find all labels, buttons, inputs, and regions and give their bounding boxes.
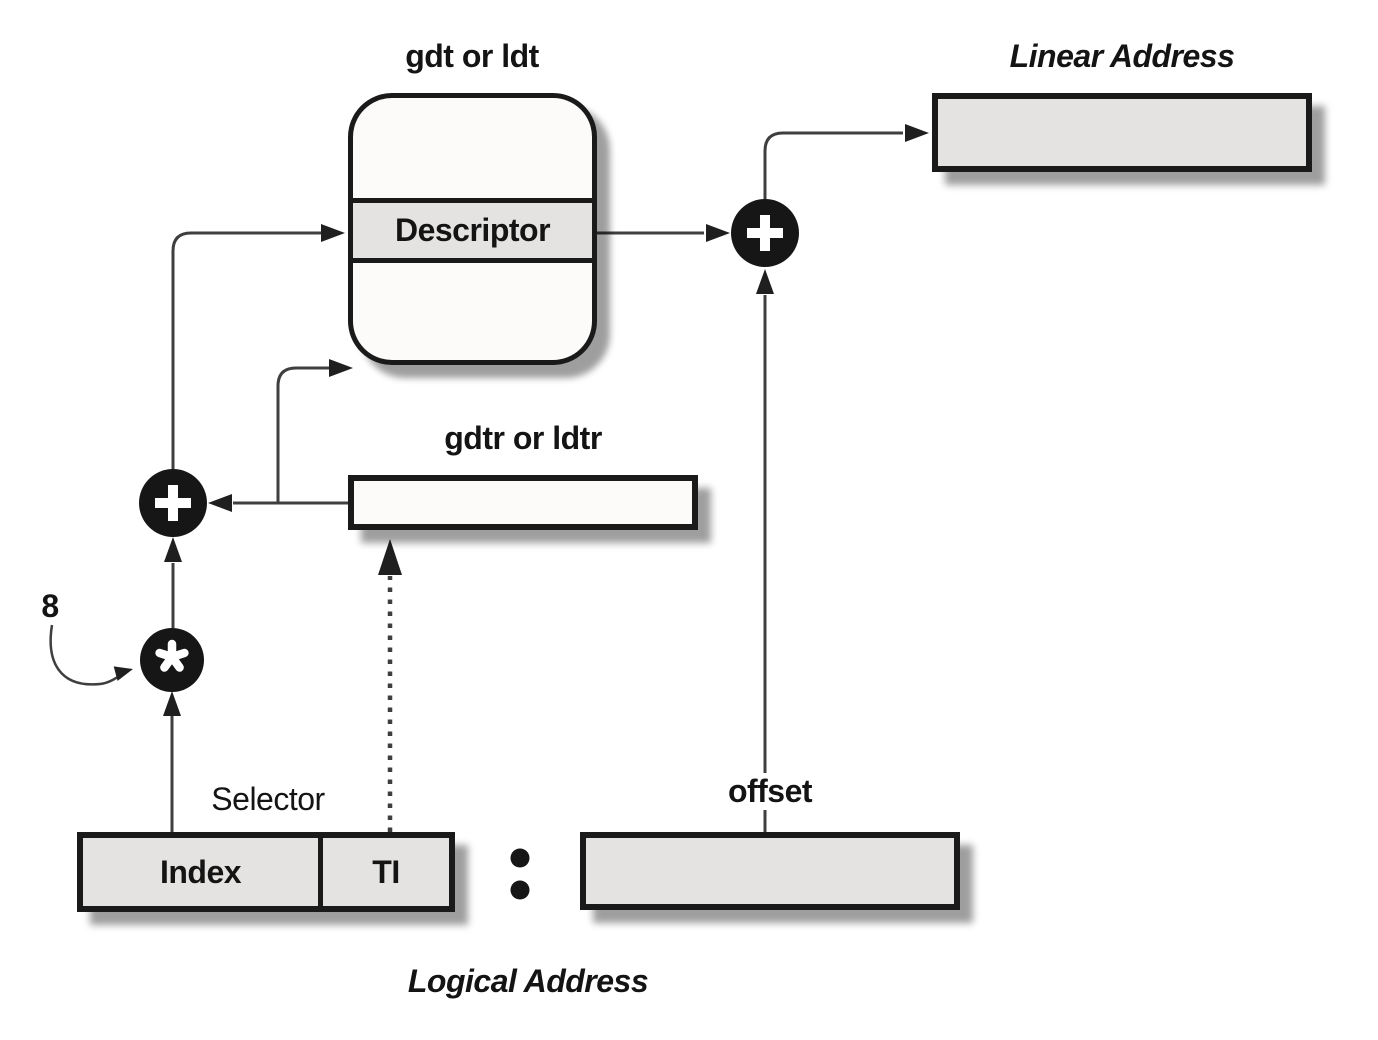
logical-address-label: Logical Address <box>407 963 649 999</box>
wire-plus-to-linear <box>763 131 903 199</box>
plus-icon <box>731 199 799 267</box>
arrowhead-right-descriptor <box>321 224 345 242</box>
wire-eight-to-multiply <box>49 624 127 686</box>
plus-icon <box>139 469 207 537</box>
arrowheads <box>113 124 929 716</box>
ti-field: TI <box>318 838 449 906</box>
index-field: Index <box>83 838 318 906</box>
colon-separator-icon <box>510 848 530 900</box>
arrowhead-right-plus <box>706 224 730 242</box>
gdt-ldt-table-label: gdt or ldt <box>405 38 539 74</box>
descriptor-label: Descriptor <box>394 212 551 248</box>
index-label: Index <box>159 853 242 890</box>
linear-address-box <box>932 93 1312 172</box>
gdtr-ldtr-label: gdtr or ldtr <box>444 420 602 456</box>
ti-label: TI <box>372 853 400 890</box>
arrowhead-up-dotted <box>378 539 402 575</box>
arrowhead-up-multiply <box>163 691 181 716</box>
arrowhead-right-table-base <box>329 359 353 377</box>
wire-plus-to-descriptor <box>171 231 321 469</box>
arrowhead-up-plus-right <box>756 269 774 294</box>
multiply-icon <box>140 628 204 692</box>
selector-label: Selector <box>211 781 325 817</box>
wire-gdtr-to-table <box>276 366 329 503</box>
selector-box: Index TI <box>77 832 455 912</box>
arrowhead-up-plus-left <box>164 537 182 562</box>
offset-label: offset <box>720 773 820 810</box>
arrowhead-eight-curve <box>113 666 133 681</box>
gdt-ldt-table: Descriptor <box>348 93 597 365</box>
arrowhead-left-plus <box>208 494 232 512</box>
offset-box <box>580 832 960 910</box>
gdtr-ldtr-box <box>348 475 698 530</box>
linear-address-label: Linear Address <box>1009 38 1235 74</box>
multiplier-label: 8 <box>41 588 59 624</box>
arrowhead-right-linear <box>905 124 929 142</box>
descriptor-row: Descriptor <box>353 198 592 263</box>
